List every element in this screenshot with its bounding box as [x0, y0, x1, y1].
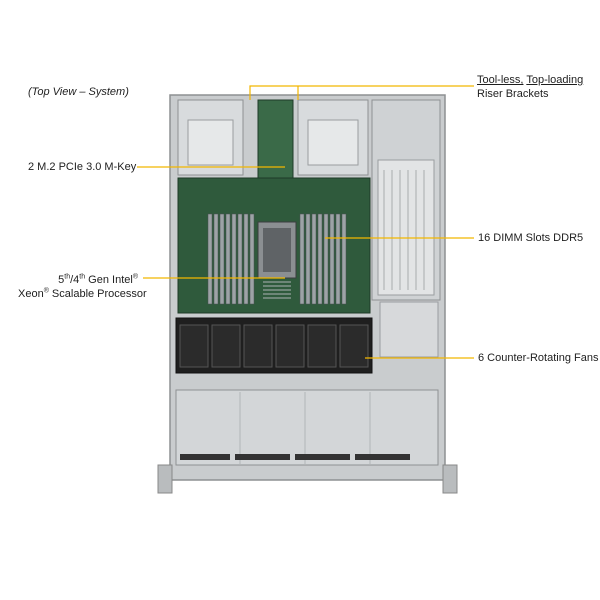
cpu-xeon: Xeon: [18, 288, 44, 300]
drive-bay-area: [175, 389, 439, 466]
cpu-reg1: ®: [132, 273, 138, 281]
cpu-sup-a: th: [64, 273, 71, 281]
cpu-heatsink-fins: [263, 281, 291, 299]
view-title: (Top View – System): [28, 86, 129, 98]
cpu-rest: Scalable Processor: [48, 288, 147, 300]
cpu-gen-a: 5: [58, 274, 65, 286]
callout-riser-line2: Riser Brackets: [477, 88, 549, 100]
callout-riser-line1-b: Top-loading: [526, 74, 584, 86]
riser-card-slot: [257, 99, 294, 181]
callout-fans: 6 Counter-Rotating Fans: [478, 352, 599, 364]
dimm-slots-right: [299, 213, 347, 305]
chassis-left-ear: [157, 464, 173, 494]
cpu-gen-rest: Gen Intel: [85, 274, 133, 286]
leader-riser: [249, 85, 474, 100]
callout-m2: 2 M.2 PCIe 3.0 M-Key: [28, 161, 137, 173]
callout-dimm: 16 DIMM Slots DDR5: [478, 232, 584, 244]
callout-riser-brackets: Tool-less, Top-loading Riser Brackets: [477, 73, 583, 101]
fans: [179, 324, 369, 368]
cpu-reg2: ®: [43, 287, 49, 295]
front-vents: [180, 454, 410, 460]
callout-cpu: 5th/4th Gen Intel® Xeon® Scalable Proces…: [18, 273, 147, 301]
chassis-right-ear: [442, 464, 458, 494]
cpu-gen-sep: /4: [70, 274, 80, 286]
cpu-sup-b: th: [79, 273, 86, 281]
leader-lines: [137, 85, 474, 359]
dimm-slots-left: [207, 213, 255, 305]
fan-tray: [175, 317, 373, 374]
callout-riser-line1-a: Tool-less,: [477, 74, 524, 86]
